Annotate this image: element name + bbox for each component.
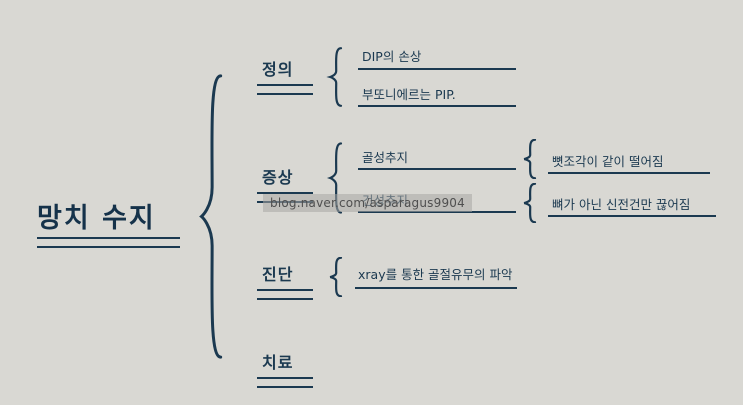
leaf-boutonniere: 부또니에르는 PIP. <box>362 87 456 102</box>
bony-mallet-brace <box>520 139 538 179</box>
leaf-bone-fragment-underline <box>548 172 710 174</box>
leaf-xray-underline <box>355 287 517 289</box>
definition-brace <box>326 47 344 107</box>
leaf-boutonniere-underline <box>358 105 516 107</box>
branch-treatment-label: 치료 <box>262 353 294 372</box>
leaf-tendinous-mallet-underline <box>358 211 516 213</box>
root-brace <box>194 70 226 363</box>
leaf-bone-fragment: 뼛조각이 같이 떨어짐 <box>552 154 664 169</box>
branch-symptoms-label: 증상 <box>262 168 294 187</box>
root-node-underline <box>37 237 180 248</box>
leaf-xray: xray를 통한 골절유무의 파악 <box>358 267 513 282</box>
root-node-label: 망치 수지 <box>37 203 156 234</box>
branch-diagnosis-underline <box>257 289 313 300</box>
leaf-extensor-tendon: 뼈가 아닌 신전건만 끊어짐 <box>552 197 691 212</box>
watermark: blog.naver.com/asparagus9904 <box>263 194 472 212</box>
leaf-dip-damage-underline <box>358 68 516 70</box>
branch-diagnosis-label: 진단 <box>262 265 294 284</box>
diagnosis-brace <box>326 257 344 297</box>
tendinous-mallet-brace <box>520 183 538 223</box>
branch-definition-label: 정의 <box>262 60 294 79</box>
leaf-extensor-tendon-underline <box>548 215 716 217</box>
branch-definition-underline <box>257 84 313 95</box>
leaf-bony-mallet-underline <box>358 168 516 170</box>
branch-treatment-underline <box>257 377 313 388</box>
leaf-bony-mallet: 골성추지 <box>362 150 409 165</box>
leaf-dip-damage: DIP의 손상 <box>362 49 422 64</box>
